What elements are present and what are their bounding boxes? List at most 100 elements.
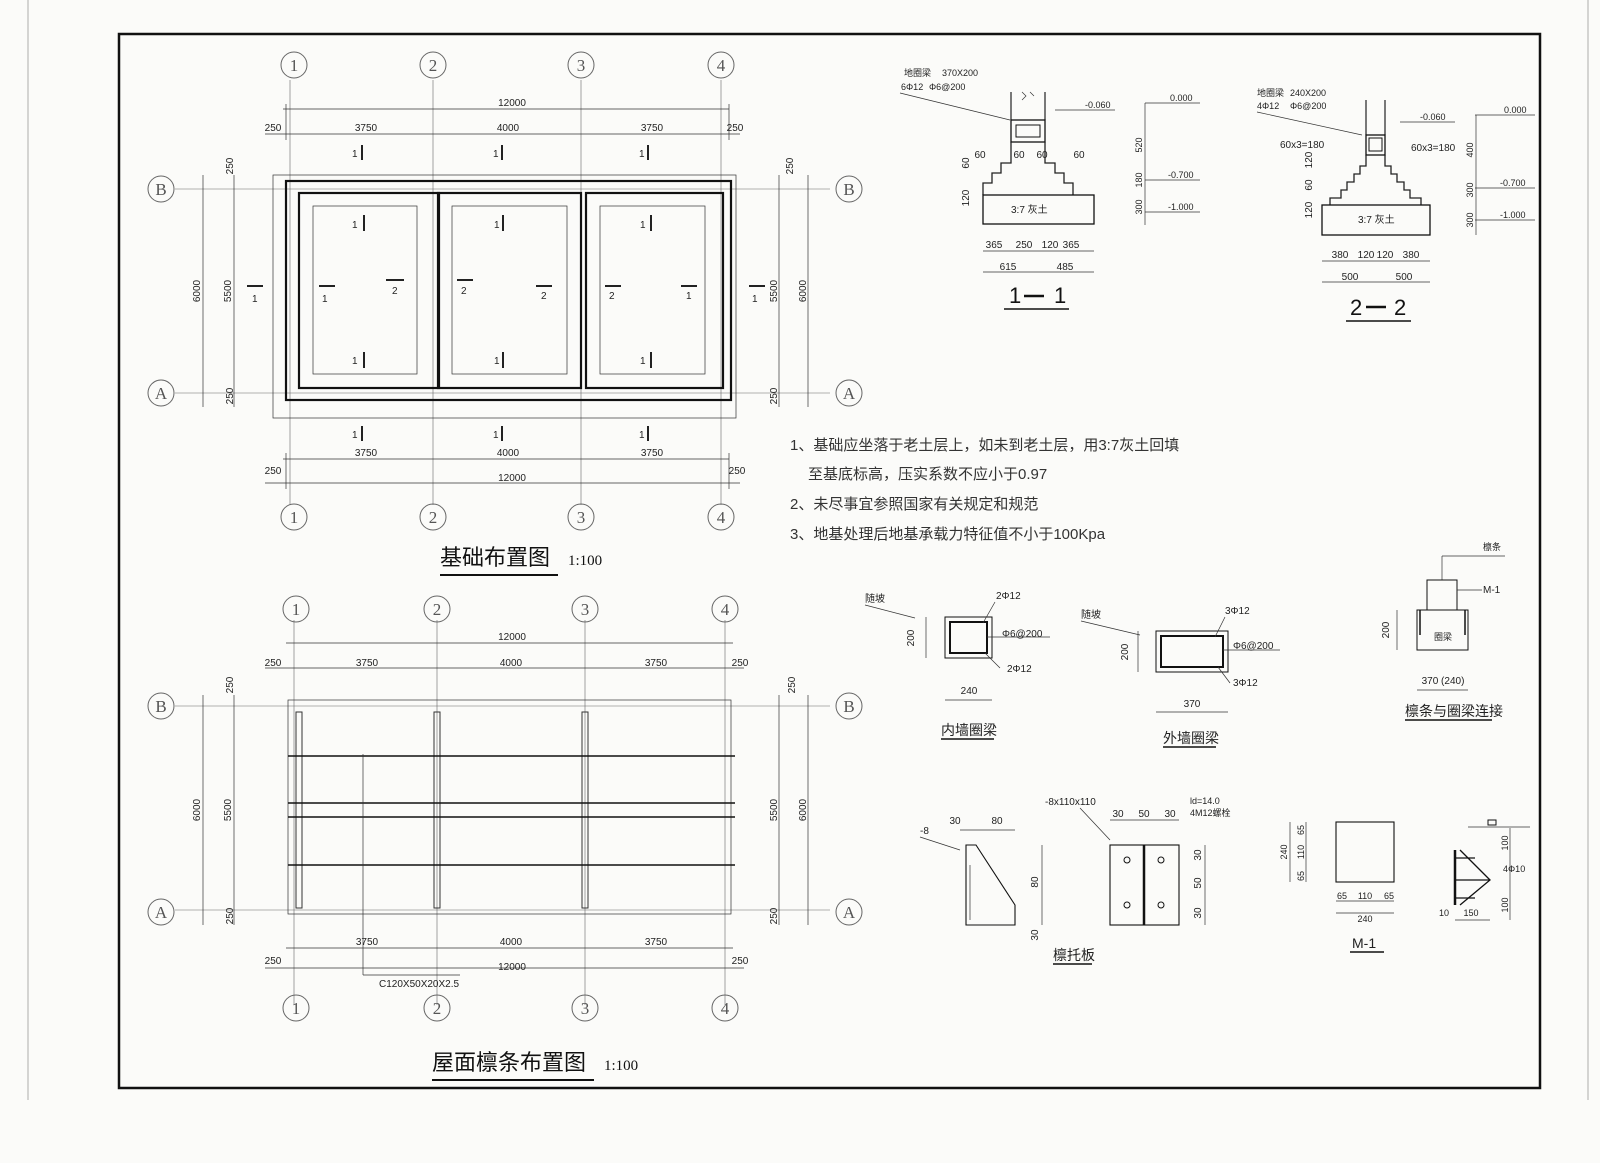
p2-dim-top-250-r: 250 [732, 658, 749, 669]
s2-bdim-4: 380 [1403, 250, 1420, 261]
sec-mark-h8: 1 [752, 294, 758, 305]
dim-top-4000: 4000 [497, 123, 520, 134]
ob-outline [1155, 630, 1229, 673]
p2-dim-left-250-b: 250 [225, 907, 236, 924]
note-line-3: 2、未尽事宜参照国家有关规定和规范 [790, 496, 1038, 513]
ib-bot-bars: 2Φ12 [1007, 664, 1032, 675]
footing-outer-outline [272, 174, 737, 419]
p2-dim-left-250-t: 250 [225, 676, 236, 693]
axis-label-B-right: B [843, 180, 854, 199]
s1-beam-stirrup: Φ6@200 [929, 82, 965, 92]
p2-dim-right-5500: 5500 [769, 798, 780, 821]
foundation-plan-title: 基础布置图 [440, 545, 550, 570]
p2-dim-bot-4000: 4000 [500, 937, 523, 948]
ib-tag: 随坡 [865, 592, 885, 605]
p2-axis-A-right: A [843, 903, 856, 922]
s2-fill-label: 3:7 灰土 [1358, 213, 1395, 226]
footing-bay-3 [584, 191, 725, 390]
dim-top-3750-b: 3750 [641, 123, 664, 134]
br-v30a: 30 [1193, 849, 1204, 861]
axis-label-1-bottom: 1 [290, 508, 299, 527]
purlin-spec-label: C120X50X20X2.5 [379, 979, 460, 990]
ib-outline [944, 616, 993, 659]
sec-mark-11: 1 [493, 430, 499, 441]
dim-top-3750-a: 3750 [355, 123, 378, 134]
axis-label-2-top: 2 [429, 56, 438, 75]
dim-bot-total: 12000 [498, 473, 526, 484]
note-line-1: 1、基础应坐落于老土层上，如未到老土层，用3:7灰土回填 [790, 436, 1179, 454]
p2-dim-top-total: 12000 [498, 632, 526, 643]
p2-axis-2-top: 2 [433, 600, 442, 619]
axis-label-3-bottom: 3 [577, 508, 586, 527]
foundation-plan: 1 2 3 4 1 2 3 4 B A B A 1 1 1 [147, 51, 863, 576]
sheet-border [117, 32, 1542, 1090]
roof-outline [287, 699, 732, 915]
p2-dim-top-4000: 4000 [500, 658, 523, 669]
dim-left-250-b: 250 [225, 387, 236, 404]
dim-bot-4000: 4000 [497, 448, 520, 459]
sec-mark-8: 1 [494, 356, 500, 367]
sec-mark-h5: 2 [541, 291, 547, 302]
m1-caption: M-1 [1352, 935, 1376, 951]
purlin-plan-title: 屋面檩条布置图 [432, 1050, 586, 1075]
plate-m1-detail: 65 110 65 240 65 110 65 240 M-1 [1279, 821, 1395, 953]
br-caption: 檩托板 [1053, 947, 1095, 963]
s1-lime-soil-cushion [982, 194, 1095, 225]
p2-axis-3-top: 3 [581, 600, 590, 619]
sec-mark-h3: 2 [392, 286, 398, 297]
m1-h65a: 65 [1337, 891, 1347, 901]
dim-bot-250-r: 250 [729, 466, 746, 477]
p2-dim-right-250-b: 250 [769, 907, 780, 924]
pc-beam-label: 圈梁 [1434, 631, 1452, 642]
s1-vdim-2: 180 [1134, 172, 1144, 187]
dim-top-total: 12000 [498, 98, 526, 109]
s1-fill-label: 3:7 灰土 [1011, 203, 1048, 216]
br-side-plate [965, 844, 1016, 926]
anchor-detail: 100 100 4Φ10 10 150 [1439, 819, 1530, 921]
s1-elev-2: -0.700 [1168, 170, 1194, 180]
ob-width: 370 [1184, 699, 1201, 710]
br-top2-30b: 30 [1164, 809, 1176, 820]
plan2-axis-bubbles: 1 2 3 4 1 2 3 4 B A B A [147, 595, 863, 1022]
axis-label-2-bottom: 2 [429, 508, 438, 527]
s2-bdim2-2: 500 [1396, 272, 1413, 283]
plan1-section-marks: 1 1 1 1 1 1 1 1 1 1 1 1 1 1 [247, 145, 765, 441]
ob-stirrup [1160, 635, 1224, 668]
dim-right-total: 6000 [798, 279, 809, 302]
s1-elev-1: -0.060 [1085, 100, 1111, 110]
dim-bot-250-l: 250 [265, 466, 282, 477]
p2-dim-top-250-l: 250 [265, 658, 282, 669]
br-dim-v80: 80 [1030, 876, 1041, 888]
s2-elev-2: -0.700 [1500, 178, 1526, 188]
s2-vdim-2: 300 [1465, 182, 1475, 197]
ib-top-bars: 2Φ12 [996, 591, 1021, 602]
m1-plate [1335, 821, 1395, 883]
p2-axis-A-left: A [155, 903, 168, 922]
footing-bay-2 [436, 191, 583, 390]
p2-dim-top-3750-a: 3750 [356, 658, 379, 669]
dim-bot-3750-b: 3750 [641, 448, 664, 459]
dim-top-250-r: 250 [727, 123, 744, 134]
axis-label-A-right: A [843, 384, 856, 403]
s2-vdim-3: 300 [1465, 212, 1475, 227]
plan2-dim-lines [202, 642, 809, 969]
s1-beam-rebar [1015, 124, 1041, 138]
wall-axis-2 [433, 711, 441, 909]
p2-axis-2-bottom: 2 [433, 999, 442, 1018]
plan1-dim-lines [202, 104, 809, 489]
br-dim-v30: 30 [1030, 929, 1041, 941]
axis-label-3-top: 3 [577, 56, 586, 75]
section-2-2: 地圈梁 240X200 4Φ12 Φ6@200 3:7 灰土 60x3=180 … [1256, 87, 1535, 322]
axis-label-A-left: A [155, 384, 168, 403]
ob-bot-bars: 3Φ12 [1233, 678, 1258, 689]
s1-vdim-1: 520 [1134, 137, 1144, 152]
anchor-dim-150: 150 [1463, 908, 1478, 918]
br-plate: -8x110x110 [1045, 797, 1096, 808]
sec-mark-12: 1 [639, 430, 645, 441]
s2-lime-soil-cushion [1321, 204, 1431, 236]
dim-right-250-t: 250 [785, 157, 796, 174]
s1-bdim2-1: 615 [1000, 262, 1017, 273]
s1-beam-bars: 6Φ12 [901, 82, 923, 92]
axis-label-B-left: B [155, 180, 166, 199]
sec-mark-2: 1 [493, 149, 499, 160]
